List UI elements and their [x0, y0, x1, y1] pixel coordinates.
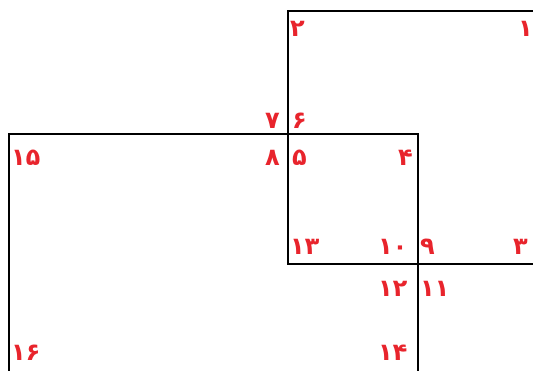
label-1: ۱ [518, 14, 533, 42]
label-10: ۱۰ [378, 232, 407, 260]
label-7: ۷ [265, 106, 280, 134]
label-15: ۱۵ [11, 143, 40, 171]
label-5: ۵ [292, 143, 307, 171]
label-6: ۶ [292, 106, 307, 134]
rectangle-large-left-outline [8, 133, 419, 371]
label-11: ۱۱ [420, 274, 449, 302]
label-12: ۱۲ [378, 274, 408, 302]
label-2: ۲ [290, 14, 305, 42]
label-14: ۱۴ [378, 338, 407, 366]
rectangle-top-right-outline [287, 10, 533, 265]
label-4: ۴ [398, 143, 413, 171]
label-13: ۱۳ [290, 232, 320, 260]
label-3: ۳ [513, 232, 528, 260]
label-9: ۹ [420, 232, 435, 260]
label-8: ۸ [265, 143, 280, 171]
label-16: ۱۶ [11, 338, 40, 366]
